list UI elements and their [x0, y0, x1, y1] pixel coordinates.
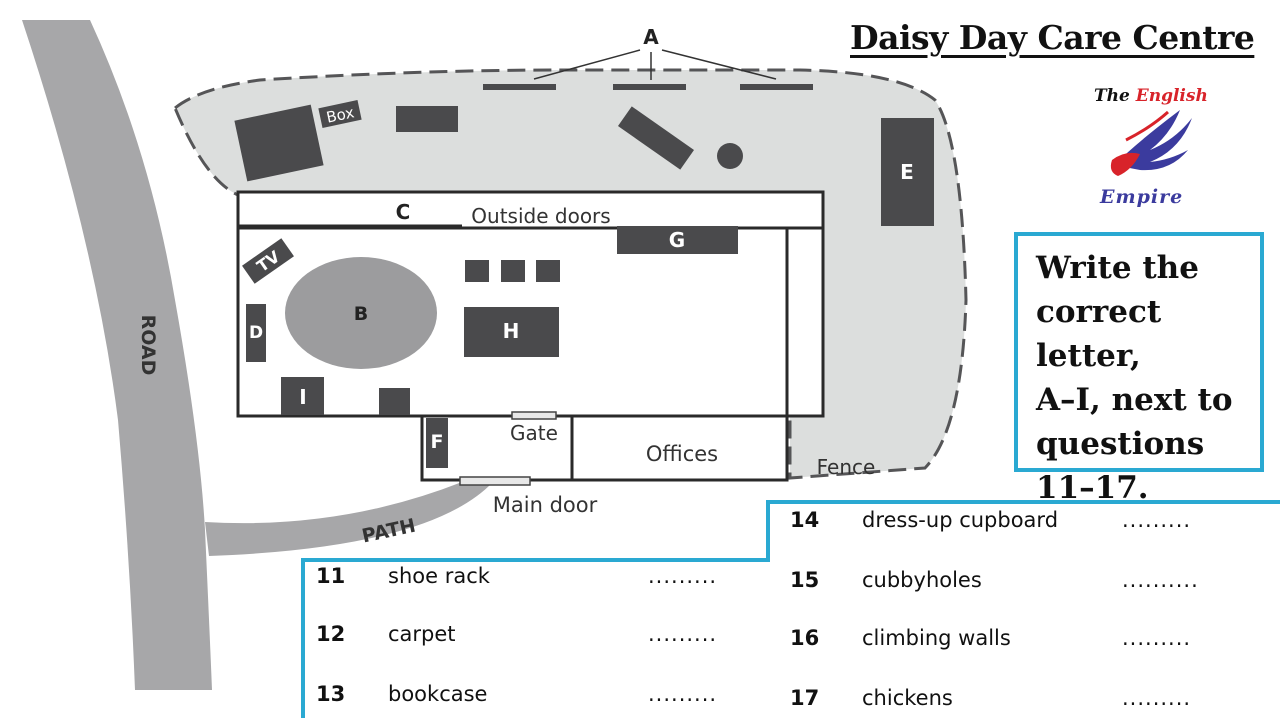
letter-c: C — [396, 200, 411, 224]
question-item: cubbyholes — [862, 568, 982, 592]
road — [22, 20, 212, 690]
h-object — [464, 307, 559, 357]
small-square-1 — [465, 260, 489, 282]
entrance-area — [420, 414, 789, 482]
letter-b: B — [354, 303, 368, 325]
instruction-box: Write the correct letter, A–I, next to q… — [1014, 232, 1264, 506]
question-number: 14 — [790, 508, 820, 532]
question-number: 13 — [316, 682, 346, 706]
eagle-icon — [1110, 110, 1192, 176]
small-square-2 — [501, 260, 525, 282]
letter-d: D — [249, 323, 263, 343]
question-number: 11 — [316, 564, 346, 588]
instruction-line: Write the — [1036, 250, 1199, 286]
gate-label: Gate — [510, 421, 558, 445]
outdoor-area — [173, 68, 968, 480]
letter-i: I — [299, 385, 306, 409]
logo-english: English — [1135, 86, 1208, 106]
a-pointer-1 — [533, 49, 641, 80]
a-bar-2 — [613, 84, 686, 90]
g-object — [617, 226, 738, 254]
question-item: chickens — [862, 686, 953, 710]
letter-f: F — [431, 431, 444, 453]
slanted-block — [617, 106, 695, 170]
question-item: dress-up cupboard — [862, 508, 1059, 532]
letter-g: G — [669, 228, 685, 252]
small-block — [379, 388, 410, 415]
instruction-line: 11–17. — [1036, 470, 1149, 506]
tv-block — [242, 238, 294, 284]
letter-e: E — [900, 160, 914, 184]
i-object — [281, 377, 324, 415]
main-door-label: Main door — [493, 493, 598, 517]
logo-the: The — [1094, 86, 1130, 106]
instruction-line: A–I, next to — [1036, 382, 1233, 418]
page-title: Daisy Day Care Centre — [850, 18, 1255, 57]
answer-blank[interactable]: ......... — [648, 622, 718, 646]
gate — [511, 411, 557, 420]
question-number: 15 — [790, 568, 820, 592]
block-near-box — [396, 106, 458, 132]
logo-text-top: The English — [1094, 86, 1208, 106]
letter-a: A — [643, 25, 659, 49]
logo-empire: Empire — [1100, 186, 1184, 208]
answer-blank[interactable]: ......... — [1122, 626, 1192, 650]
round-object — [717, 143, 743, 169]
answer-blank[interactable]: ......... — [1122, 686, 1192, 710]
question-item: bookcase — [388, 682, 488, 706]
answer-blank[interactable]: ......... — [1122, 508, 1192, 532]
instruction-line: correct letter, — [1036, 294, 1162, 374]
letter-h: H — [503, 319, 520, 343]
f-object — [426, 418, 448, 468]
answer-blank[interactable]: ......... — [648, 682, 718, 706]
question-number: 12 — [316, 622, 346, 646]
fence-label: Fence — [817, 455, 876, 479]
path — [205, 482, 493, 556]
main-door — [459, 476, 531, 486]
answer-blank[interactable]: ......... — [648, 564, 718, 588]
offices-label: Offices — [646, 442, 718, 466]
box-label-bg — [318, 100, 362, 128]
question-item: carpet — [388, 622, 456, 646]
a-pointer-3 — [661, 49, 777, 80]
question-item: shoe rack — [388, 564, 490, 588]
box — [234, 104, 324, 182]
a-bar-3 — [740, 84, 813, 90]
instruction-line: questions — [1036, 426, 1205, 462]
e-object — [881, 118, 934, 226]
question-item: climbing walls — [862, 626, 1011, 650]
road-label: ROAD — [137, 315, 159, 376]
outside-doors-corridor — [236, 190, 825, 230]
box-label: Box — [325, 103, 356, 126]
small-square-3 — [536, 260, 560, 282]
questions-panel-border — [301, 500, 1280, 718]
question-number: 16 — [790, 626, 820, 650]
d-object — [246, 304, 266, 362]
b-object — [285, 257, 437, 369]
question-number: 17 — [790, 686, 820, 710]
a-bar-1 — [483, 84, 556, 90]
answer-blank[interactable]: .......... — [1122, 568, 1199, 592]
outside-doors-label: Outside doors — [471, 204, 610, 228]
